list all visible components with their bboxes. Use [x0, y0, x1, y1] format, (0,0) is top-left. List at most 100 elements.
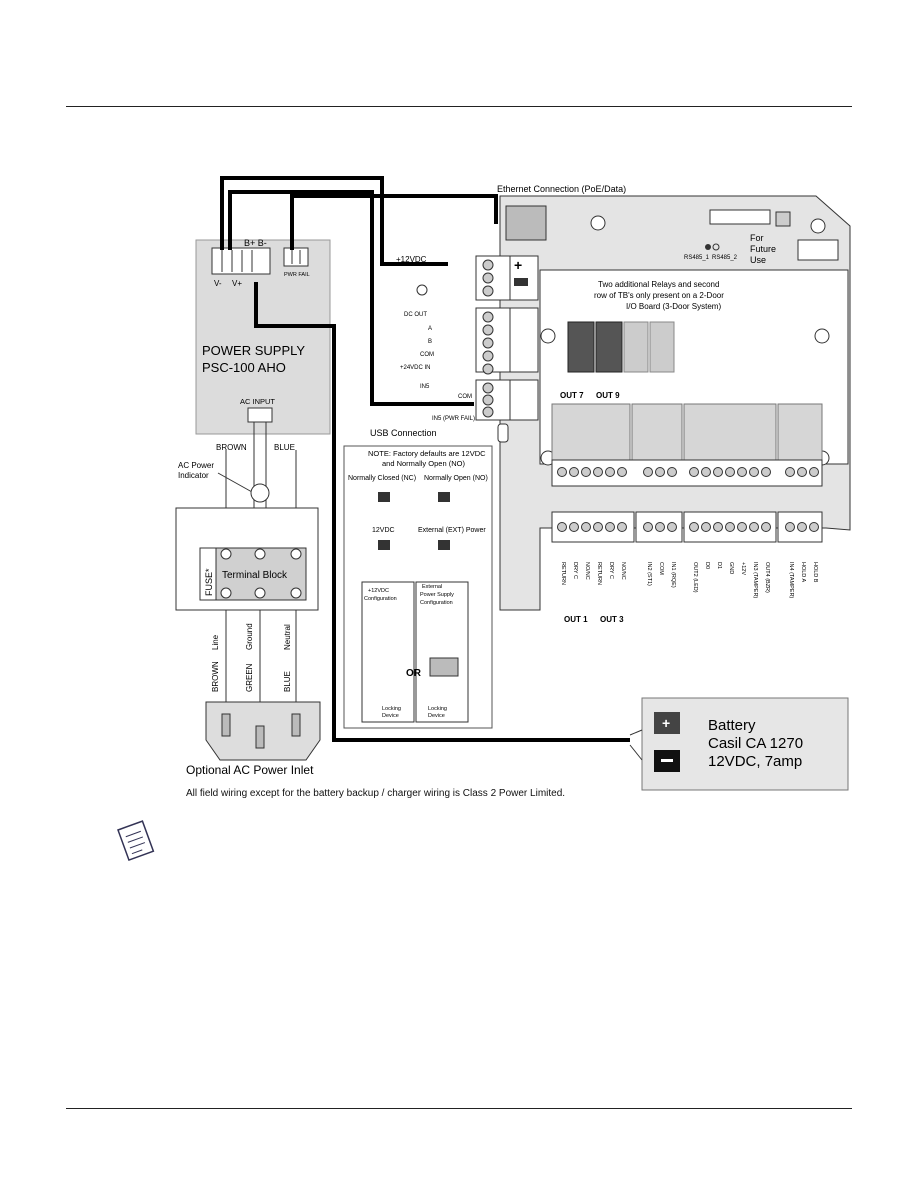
jumper-note-box — [343, 445, 493, 729]
terminal-screw — [655, 467, 665, 477]
terminal-screw — [667, 467, 677, 477]
terminal-screw — [785, 467, 795, 477]
terminal-screw — [761, 467, 771, 477]
terminal-screw — [667, 522, 677, 532]
terminal-screw — [797, 467, 807, 477]
terminal-screw — [749, 522, 759, 532]
vminus-label: V- — [214, 279, 222, 288]
power-terminal-strip: + — [475, 255, 539, 301]
ps-title-2: PSC-100 AHO — [202, 360, 286, 375]
terminal-screw — [737, 522, 747, 532]
power-supply: B+ B- PWR FAIL V- V+ POWER SUPPLY PSC-10… — [195, 238, 331, 435]
pwr-fail-label: PWR FAIL — [284, 272, 310, 278]
ac-indicator-lamp — [250, 483, 270, 503]
bottom-terminal-label: +12V — [740, 562, 746, 575]
header-rule — [66, 106, 852, 107]
in5-strip — [475, 379, 539, 421]
bplus-bminus-label: B+ B- — [244, 238, 267, 248]
battery-name: Battery — [708, 717, 756, 734]
terminal-screw — [593, 467, 603, 477]
ext-power-label: External (EXT) Power — [418, 527, 486, 534]
terminal-screw — [689, 467, 699, 477]
nc-label: Normally Closed (NC) — [348, 475, 416, 482]
terminal-screw — [569, 467, 579, 477]
cfg1-1: +12VDC — [368, 588, 389, 594]
note-icon — [117, 820, 155, 862]
terminal-screw — [725, 522, 735, 532]
bottom-terminal-label: RETURN — [560, 562, 566, 585]
dc-wires — [220, 176, 630, 742]
relays — [567, 321, 675, 373]
bottom-terminal-label: NO/NC — [584, 562, 590, 580]
rs485-1-label: RS485_1 — [684, 255, 710, 261]
fuse-label: FUSE* — [204, 568, 214, 596]
out1-label: OUT 1 — [564, 615, 588, 624]
cfg2-1: External — [422, 584, 442, 590]
battery-model: Casil CA 1270 — [708, 735, 803, 752]
terminal-screw — [737, 467, 747, 477]
bottom-terminal-label: GND — [728, 562, 734, 574]
for-future-3: Use — [750, 255, 766, 265]
terminal-screw — [689, 522, 699, 532]
bottom-terminal-label: IN2 (ST1) — [646, 562, 652, 586]
ps-title-1: POWER SUPPLY — [202, 343, 305, 358]
terminal-screw — [797, 522, 807, 532]
a-label: A — [428, 326, 432, 332]
ac-inlet-label: Optional AC Power Inlet — [186, 763, 314, 777]
wire-name-line: Line — [211, 634, 220, 650]
wire-color-blue: BLUE — [283, 671, 292, 692]
bottom-terminal-label: OUT4 (BZR) — [764, 562, 770, 593]
bottom-terminal-label: IN3 (TAMPER) — [752, 562, 758, 598]
brown-label: BROWN — [216, 443, 247, 452]
relays-note-1: Two additional Relays and second — [598, 280, 719, 289]
wire-name-ground: Ground — [245, 623, 254, 650]
usb-port — [497, 423, 509, 443]
wire-color-brown: BROWN — [211, 661, 220, 692]
ethernet-label: Ethernet Connection (PoE/Data) — [497, 184, 626, 194]
no-label: Normally Open (NO) — [424, 475, 488, 482]
terminal-screw — [701, 467, 711, 477]
terminal-screw — [643, 467, 653, 477]
vplus-label: V+ — [232, 279, 242, 288]
bottom-terminal-label: IN1 (RQE) — [670, 562, 676, 588]
dc-out-strip — [475, 307, 539, 375]
locking-2: Device — [382, 713, 399, 719]
terminal-screw — [785, 522, 795, 532]
out3-label: OUT 3 — [600, 615, 624, 624]
svg-text:+: + — [662, 715, 670, 731]
com-label: COM — [420, 352, 434, 358]
locking-4: Device — [428, 713, 445, 719]
terminal-screw — [809, 467, 819, 477]
terminal-screw — [713, 522, 723, 532]
terminal-screw — [761, 522, 771, 532]
terminal-screw — [749, 467, 759, 477]
bottom-terminal-label: OUT2 (LED) — [692, 562, 698, 593]
ac-indicator-2: Indicator — [178, 471, 209, 480]
terminal-screw — [713, 467, 723, 477]
relays-note-3: I/O Board (3-Door System) — [626, 302, 721, 311]
wire-color-green: GREEN — [245, 663, 254, 692]
or-label: OR — [406, 668, 422, 679]
upper-terminal-row — [551, 403, 823, 487]
lower-terminal-row — [551, 511, 823, 543]
battery: + — [629, 697, 849, 791]
relays-note-2: row of TB's only present on a 2-Door — [594, 291, 724, 300]
footer-rule — [66, 1108, 852, 1109]
bottom-terminal-label: D1 — [716, 562, 722, 569]
ac-wires — [225, 422, 297, 710]
in24-label: +24VDC IN — [400, 365, 431, 371]
bottom-terminal-label: NO/NC — [620, 562, 626, 580]
note-line-1: NOTE: Factory defaults are 12VDC — [368, 449, 486, 458]
controller-board — [499, 195, 851, 611]
bottom-terminal-label: COM — [658, 562, 664, 575]
blue-label: BLUE — [274, 443, 295, 452]
bottom-terminal-label: D0 — [704, 562, 710, 569]
terminal-screw — [725, 467, 735, 477]
terminal-screw — [701, 522, 711, 532]
b-label: B — [428, 339, 432, 345]
usb-label: USB Connection — [370, 428, 437, 438]
com2-label: COM — [458, 394, 472, 400]
terminal-screw — [605, 467, 615, 477]
